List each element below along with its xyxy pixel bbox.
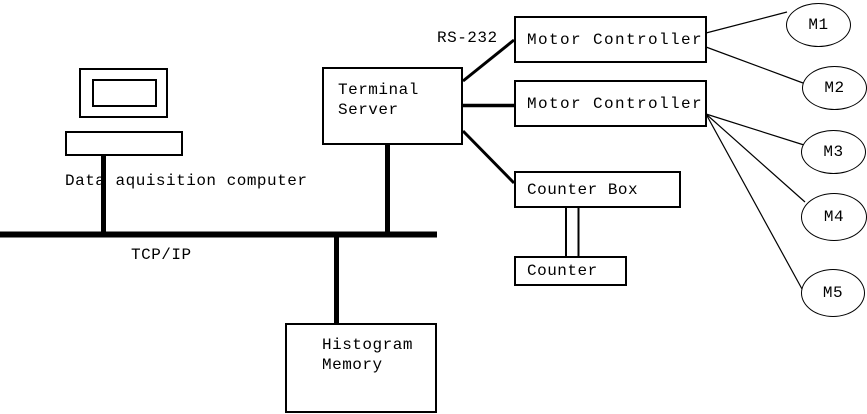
motor-m4: M4 xyxy=(801,193,867,241)
counter-box: Counter Box xyxy=(514,171,681,208)
motor-m1: M1 xyxy=(786,3,851,47)
link-mc2-m4 xyxy=(705,113,806,203)
motor-m5: M5 xyxy=(801,269,865,317)
serial-link-motor-controller-1 xyxy=(462,38,515,83)
link-mc1-m2 xyxy=(705,46,804,84)
link-mc2-m5 xyxy=(705,113,803,290)
tcpip-label: TCP/IP xyxy=(131,246,192,264)
link-mc2-m3 xyxy=(705,113,805,146)
motor-m2: M2 xyxy=(802,66,867,110)
serial-link-counter-box xyxy=(461,129,516,185)
motor-controller-1-box: Motor Controller xyxy=(514,16,707,63)
rs232-label: RS-232 xyxy=(437,29,498,47)
histogram-memory-box: Histogram Memory xyxy=(285,323,437,413)
terminal-server-box: Terminal Server xyxy=(322,67,463,145)
counter-box-small: Counter xyxy=(514,256,627,286)
motor-controller-2-box: Motor Controller xyxy=(514,80,707,127)
monitor-screen-icon xyxy=(92,79,157,107)
keyboard-icon xyxy=(65,131,183,156)
link-mc1-m1 xyxy=(705,11,788,34)
motor-m3: M3 xyxy=(801,130,866,174)
computer-label: Data aquisition computer xyxy=(65,172,308,190)
